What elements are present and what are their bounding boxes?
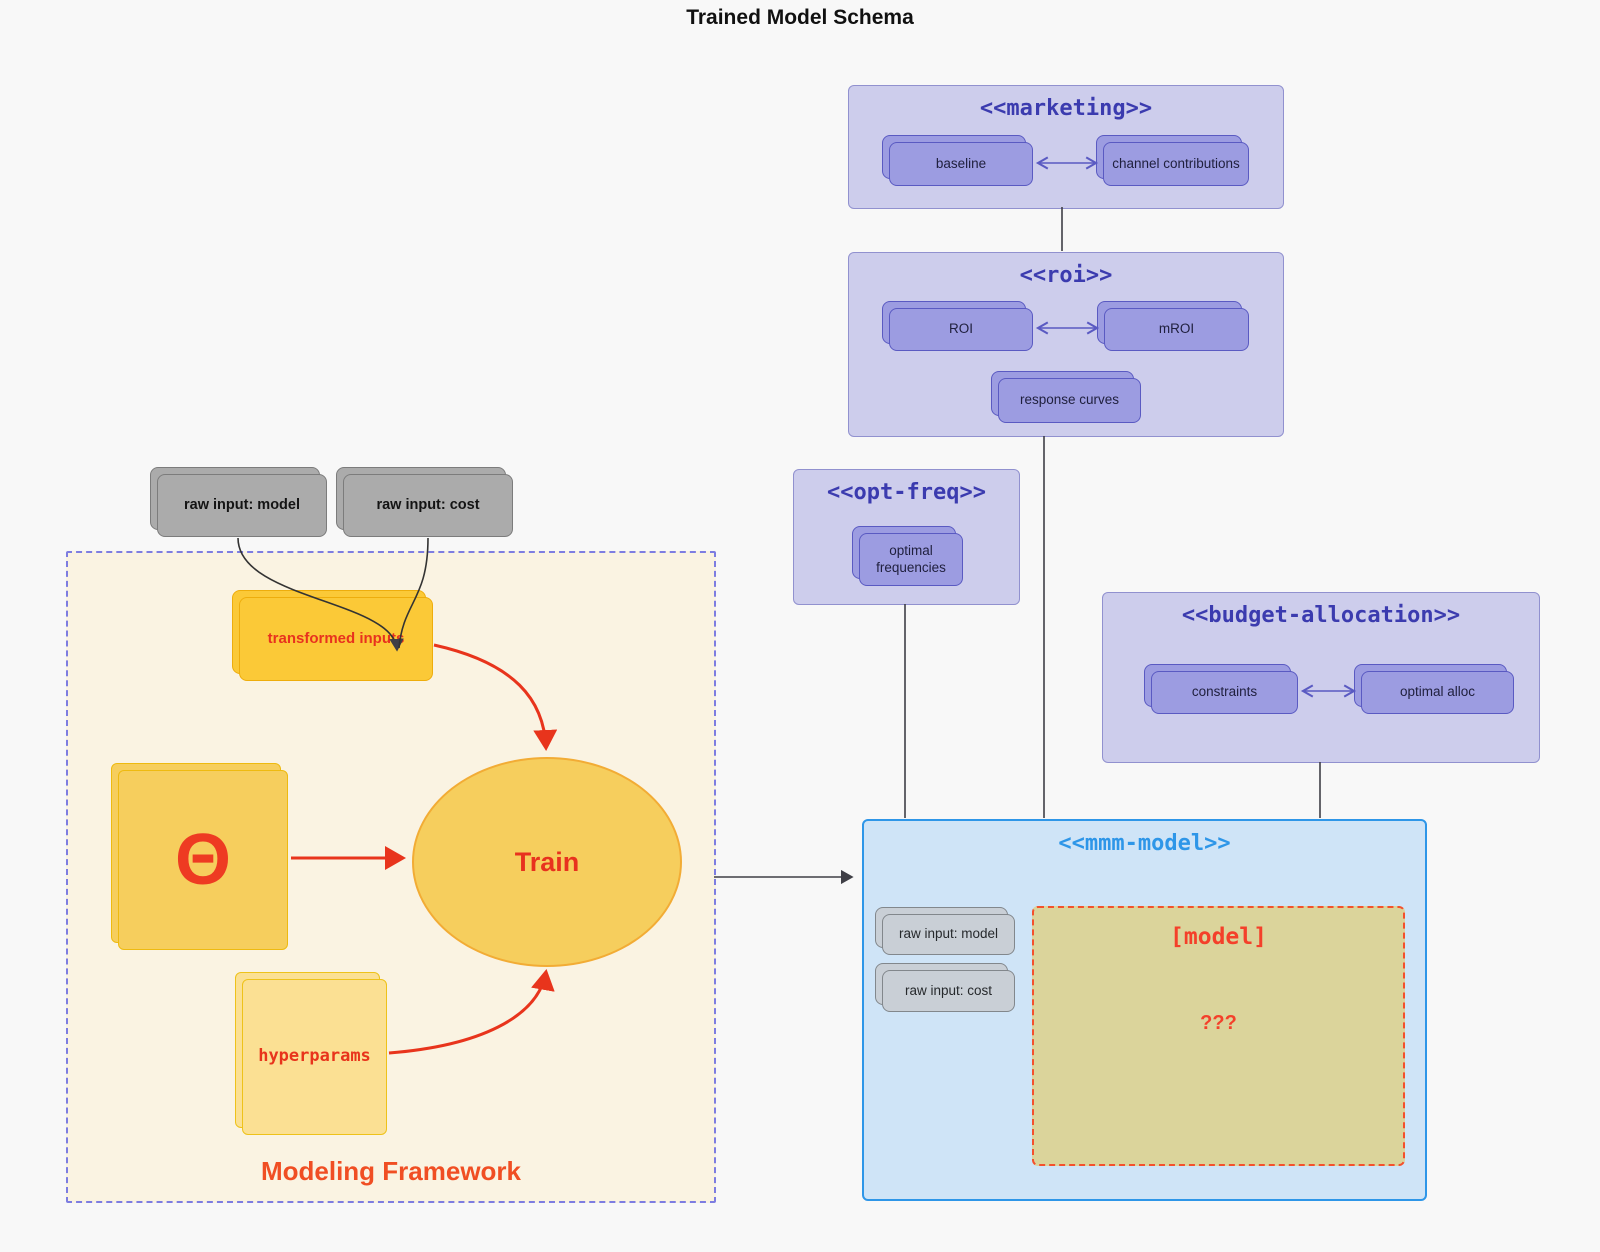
- mmm-model-stereotype: <<mmm-model>>: [1058, 831, 1231, 856]
- constraints-node: constraints: [1144, 664, 1298, 714]
- budget-allocation-group: <<budget-allocation>> constraints optima…: [1102, 592, 1540, 763]
- optimal-alloc-node: optimal alloc: [1354, 664, 1514, 714]
- optimal-frequencies-node: optimal frequencies: [852, 526, 963, 586]
- mmm-model-group: <<mmm-model>> raw input: model raw input…: [862, 819, 1427, 1201]
- model-placeholder-question: ???: [1200, 1012, 1237, 1034]
- channel-contributions-node: channel contributions: [1096, 135, 1249, 186]
- hyperparams-node: hyperparams: [235, 972, 387, 1135]
- marketing-stereotype: <<marketing>>: [979, 96, 1153, 121]
- mmm-raw-input-model-node: raw input: model: [875, 907, 1015, 955]
- marketing-group: <<marketing>> baseline channel contribut…: [848, 85, 1284, 209]
- opt-freq-stereotype: <<opt-freq>>: [827, 480, 986, 505]
- train-node: Train: [412, 757, 682, 967]
- response-curves-node: response curves: [991, 371, 1141, 423]
- opt-freq-group: <<opt-freq>> optimal frequencies: [793, 469, 1020, 605]
- roi-group: <<roi>> ROI mROI response curves: [848, 252, 1284, 437]
- roi-node: ROI: [882, 301, 1033, 351]
- model-placeholder-box: [model] ???: [1032, 906, 1405, 1166]
- model-placeholder-title: [model]: [1170, 924, 1267, 950]
- budget-allocation-stereotype: <<budget-allocation>>: [1181, 603, 1461, 628]
- mroi-node: mROI: [1097, 301, 1249, 351]
- transformed-inputs-node: transformed inputs: [232, 590, 433, 681]
- diagram-title: Trained Model Schema: [686, 6, 914, 29]
- baseline-node: baseline: [882, 135, 1033, 186]
- roi-stereotype: <<roi>>: [1019, 263, 1113, 288]
- modeling-framework-label: Modeling Framework: [260, 1156, 522, 1186]
- raw-input-model-node: raw input: model: [150, 467, 327, 537]
- raw-input-cost-node: raw input: cost: [336, 467, 513, 537]
- theta-node: Θ: [111, 763, 288, 950]
- mmm-raw-input-cost-node: raw input: cost: [875, 963, 1015, 1012]
